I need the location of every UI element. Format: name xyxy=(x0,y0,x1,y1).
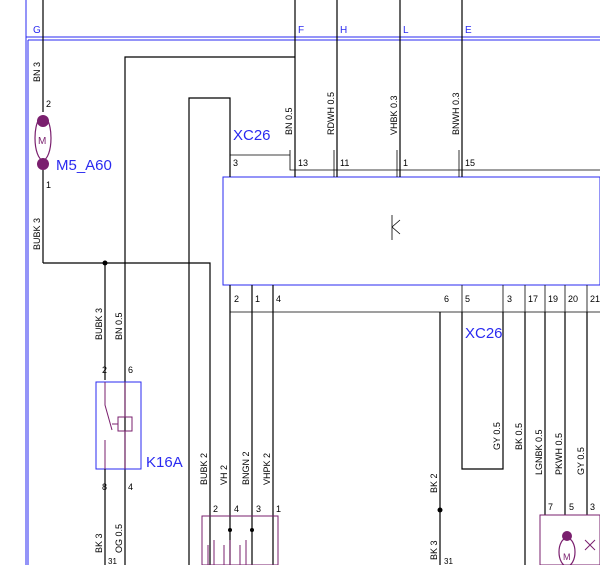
motor-top-pin1-dot xyxy=(37,158,49,170)
bottom-pin-20: 20 xyxy=(568,294,578,304)
motor-top-pin2-dot xyxy=(37,115,49,127)
wire-label-rdwh05: RDWH 0.5 xyxy=(326,92,336,135)
bl-component-internals xyxy=(207,540,247,565)
wire-label-relay-bubk3: BUBK 3 xyxy=(94,308,104,340)
junction-dot-bk xyxy=(437,507,443,513)
motor-bottom-symbol: M xyxy=(563,552,571,562)
bottom-pin-1: 1 xyxy=(255,294,260,304)
bl-dot-1 xyxy=(228,528,232,532)
bottom-left-component xyxy=(201,515,279,565)
wire-label-vhpk2: VHPK 2 xyxy=(262,453,272,485)
wire-label-bk2: BK 2 xyxy=(429,473,439,493)
wire-gy05-loop xyxy=(461,312,504,470)
bottom-pin-17: 17 xyxy=(528,294,538,304)
relay-pin-2: 2 xyxy=(102,365,107,375)
wire-label-bngn2: BNGN 2 xyxy=(241,451,251,485)
wire-label-bn05: BN 0.5 xyxy=(284,107,294,135)
ecu-box xyxy=(222,176,600,286)
bottom-right-component xyxy=(539,514,600,565)
wire-label-pkwh05: PKWH 0.5 xyxy=(554,433,564,475)
motor-top-label: M5_A60 xyxy=(56,157,112,174)
col-letter-l: L xyxy=(403,25,409,36)
wire-label-bubk3: BUBK 3 xyxy=(32,218,42,250)
pin-13: 13 xyxy=(298,158,308,168)
pin-1: 1 xyxy=(403,158,408,168)
bottom-pin-6: 6 xyxy=(444,294,449,304)
wire-label-bubk2: BUBK 2 xyxy=(199,453,209,485)
relay-label: K16A xyxy=(146,454,183,471)
col-letter-f: F xyxy=(298,25,304,36)
wire-label-bk3-left: BK 3 xyxy=(94,533,104,553)
wire-pin3-loop xyxy=(188,97,231,565)
br-switch-symbol xyxy=(584,539,596,551)
wire-label-bn3: BN 3 xyxy=(32,62,42,82)
bl-pin-3: 3 xyxy=(256,504,261,514)
bl-pin-2: 2 xyxy=(213,504,218,514)
wire-label-gy05-b: GY 0.5 xyxy=(576,447,586,475)
wire-label-lgnbk05: LGNBK 0.5 xyxy=(534,429,544,475)
wire-label-bk05: BK 0.5 xyxy=(514,423,524,450)
pin-3-top: 3 xyxy=(233,158,238,168)
pin-15: 15 xyxy=(465,158,475,168)
bl-dot-2 xyxy=(250,528,254,532)
pin-11: 11 xyxy=(340,158,349,168)
motor-top-pin2: 2 xyxy=(46,99,51,109)
bottom-pin-4: 4 xyxy=(276,294,281,304)
wire-label-bk3-bottom: BK 3 xyxy=(429,540,439,560)
motor-top-symbol: M xyxy=(38,136,46,147)
col-letter-e: E xyxy=(465,25,472,36)
wire-label-og05: OG 0.5 xyxy=(114,524,124,553)
bottom-pin-5: 5 xyxy=(465,294,470,304)
bottom-pin-31: 31 xyxy=(444,557,453,565)
connector-label-top: XC26 xyxy=(233,127,271,144)
top-connector-strip xyxy=(229,150,600,171)
wire-bubk3-horizontal xyxy=(43,262,211,565)
bl-pin-4: 4 xyxy=(234,504,239,514)
wire-label-relay-bn05: BN 0.5 xyxy=(114,312,124,340)
bottom-pin-19: 19 xyxy=(548,294,558,304)
relay-box xyxy=(95,381,142,470)
bottom-pin-21: 21 xyxy=(590,294,600,304)
wire-label-vhbk03: VHBK 0.3 xyxy=(389,95,399,135)
br-pin-3: 3 xyxy=(590,502,595,512)
motor-bottom-dot xyxy=(562,531,572,541)
motor-top-pin1: 1 xyxy=(46,180,51,190)
ecu-symbol xyxy=(391,215,401,240)
bl-pin-1: 1 xyxy=(276,504,281,514)
br-pin-5: 5 xyxy=(569,502,574,512)
col-letter-g: G xyxy=(33,25,41,36)
relay-switch xyxy=(104,382,113,469)
col-letter-h: H xyxy=(340,25,347,36)
relay-coil-wires xyxy=(112,382,126,469)
relay-bottom-pin-31: 31 xyxy=(108,557,117,565)
bottom-connector-strip xyxy=(229,285,600,313)
bottom-pin-3: 3 xyxy=(507,294,512,304)
wire-label-bnwh03: BNWH 0.3 xyxy=(451,92,461,135)
wire-label-gy05-a: GY 0.5 xyxy=(492,422,502,450)
wire-label-vh2: VH 2 xyxy=(219,465,229,485)
connector-label-bottom: XC26 xyxy=(465,325,503,342)
bottom-pin-2: 2 xyxy=(234,294,239,304)
relay-pin-6: 6 xyxy=(128,365,133,375)
relay-pin-4: 4 xyxy=(128,482,133,492)
br-pin-7: 7 xyxy=(548,502,553,512)
